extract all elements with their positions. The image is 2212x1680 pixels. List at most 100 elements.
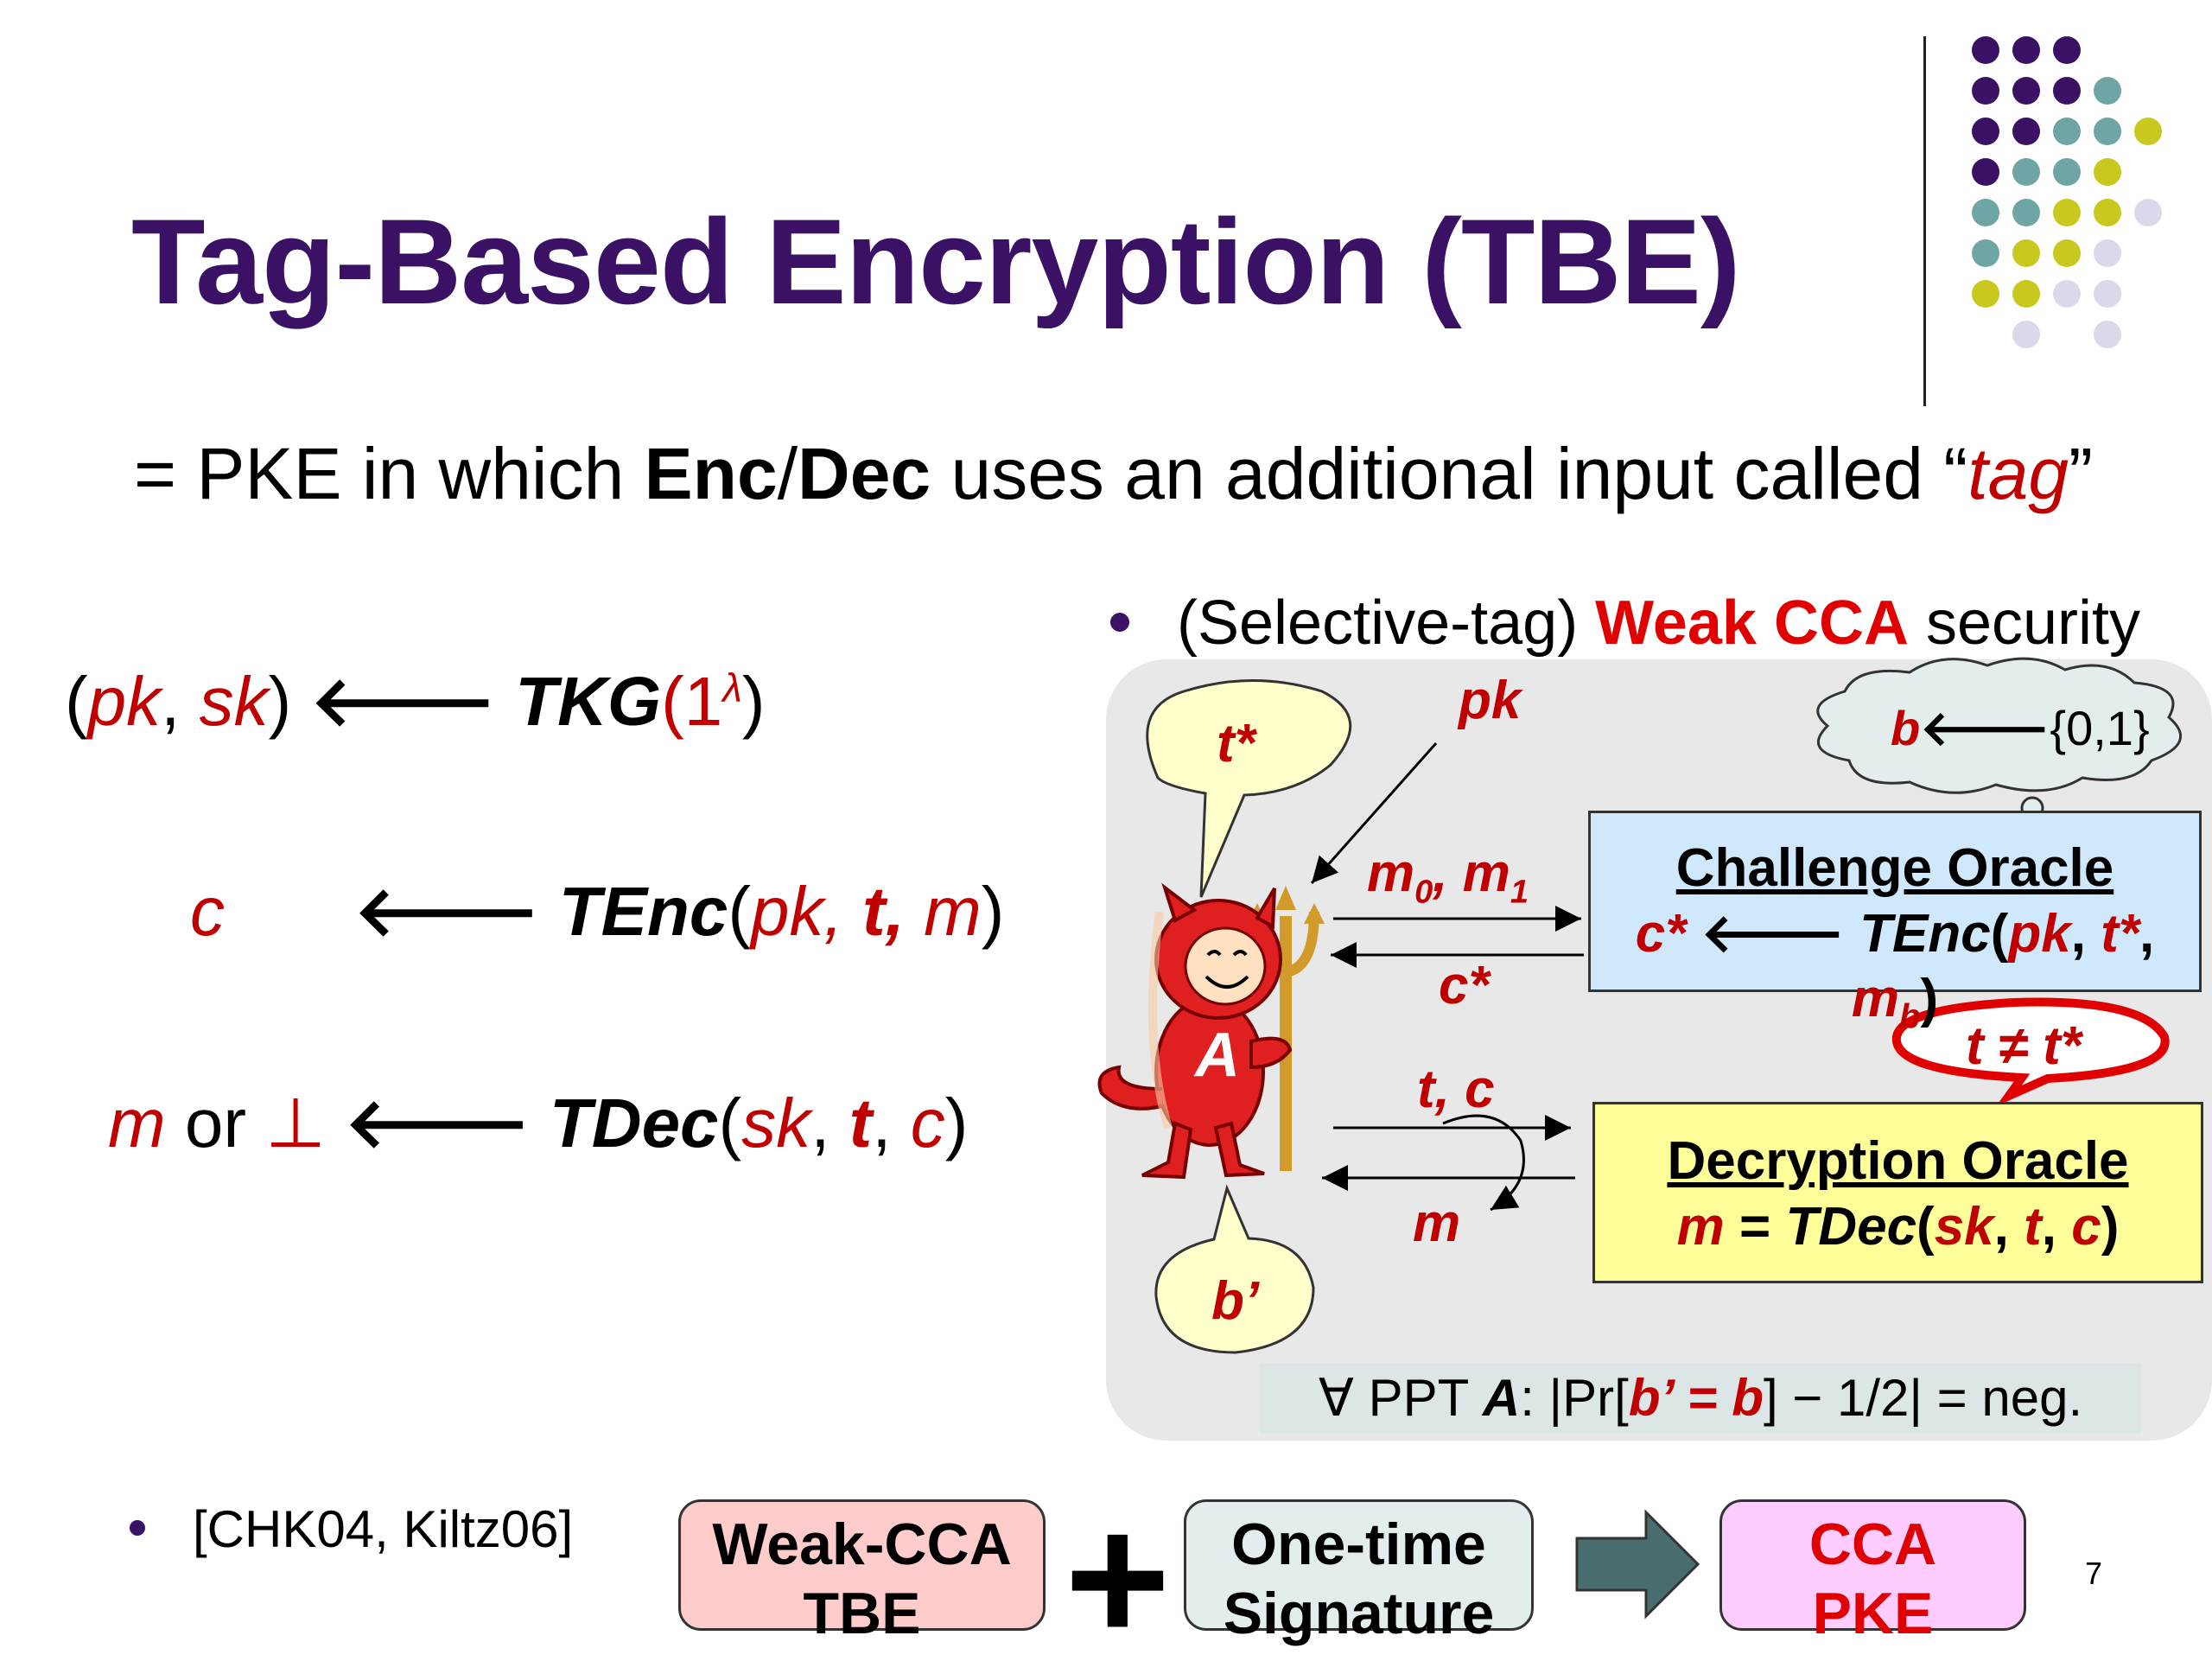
- weak-cca-prefix: (Selective-tag): [1177, 589, 1596, 658]
- advantage-formula: ∀ PPT A: |Pr[b’ = b] − 1/2| = neg.: [1260, 1363, 2141, 1434]
- intro-dec: Dec: [798, 433, 931, 514]
- intro-slash: /: [777, 433, 798, 514]
- m-var: m: [1676, 1196, 1725, 1257]
- decorative-dot: [2094, 239, 2121, 267]
- decorative-dot: [2094, 118, 2121, 145]
- pk-var: pk: [87, 663, 162, 740]
- decorative-dot: [2053, 239, 2081, 267]
- t-star-speech-bubble: [1146, 679, 1352, 898]
- m-label: m: [1413, 1193, 1461, 1253]
- decorative-dot: [2053, 199, 2081, 226]
- bit-set: {0,1}: [2050, 701, 2150, 755]
- box-line1: Weak-CCA: [712, 1511, 1012, 1577]
- m-var: m: [1367, 843, 1415, 903]
- cloud-text: b🡐{0,1}: [1891, 698, 2150, 757]
- pk-var: pk: [2008, 903, 2071, 964]
- dec-equation: m or ⊥ 🡐 TDec(sk, t, c): [108, 1080, 968, 1164]
- decorative-dot: [2012, 158, 2040, 186]
- box-line1: One-time: [1231, 1511, 1486, 1577]
- thought-cloud: [1816, 657, 2183, 794]
- comma: ,: [2070, 903, 2101, 964]
- decorative-dot: [1972, 118, 1999, 145]
- b-prime-label: b’: [1211, 1271, 1260, 1331]
- decorative-dot: [2012, 118, 2040, 145]
- decorative-dot: [1972, 199, 1999, 226]
- arg: (1: [661, 663, 723, 740]
- left-arrow-icon: 🡐: [310, 663, 496, 740]
- decorative-dot: [2012, 321, 2040, 348]
- neq-label: t ≠ t*: [1966, 1016, 2082, 1076]
- left-arrow-icon: 🡐: [1686, 903, 1860, 964]
- decorative-dot: [2053, 118, 2081, 145]
- decorative-dot: [1972, 280, 1999, 308]
- challenge-oracle-formula: c* 🡐 TEnc(pk, t*, mb): [1591, 901, 2199, 1039]
- box-line2: PKE: [1812, 1580, 1934, 1646]
- decorative-dot: [2012, 36, 2040, 64]
- sub0: 0: [1414, 874, 1433, 911]
- tdec-fn: TDec: [549, 1085, 719, 1161]
- intro-tag: tag: [1967, 433, 2069, 514]
- intro-prefix: = PKE in which: [134, 433, 645, 514]
- decorative-dot: [1972, 239, 1999, 267]
- paren: ): [1920, 969, 1939, 1029]
- plus-icon: +: [1065, 1477, 1171, 1680]
- c-var: c: [190, 873, 225, 950]
- comma: ,: [161, 663, 200, 740]
- equals: =: [1724, 1196, 1786, 1257]
- keygen-equation: (pk, sk) 🡐 TKG(1λ): [65, 659, 766, 742]
- m-var: m: [108, 1085, 166, 1161]
- pk-label: pk: [1459, 671, 1522, 730]
- reference-bullet: [CHK04, Kiltz06]: [130, 1499, 573, 1559]
- left-arrow-icon: 🡐: [345, 1085, 531, 1161]
- sub1: 1: [1510, 874, 1529, 911]
- neq-callout-ellipse: [1891, 997, 2170, 1107]
- m-var: , m: [1433, 843, 1510, 903]
- comma: ,: [2139, 903, 2155, 964]
- t-var: t,: [861, 873, 905, 950]
- cca-pke-box: CCA PKE: [1719, 1499, 2026, 1646]
- adversary-var: A: [1482, 1369, 1521, 1427]
- decorative-dot: [2012, 280, 2040, 308]
- paren: ): [741, 663, 766, 740]
- pr-text: : |Pr[: [1520, 1369, 1629, 1427]
- tc-label: t, c: [1417, 1060, 1495, 1119]
- t-var: t: [849, 1085, 873, 1161]
- comma: ,: [810, 1085, 849, 1161]
- decorative-dot: [2094, 158, 2121, 186]
- devil-adversary-icon: [1097, 882, 1325, 1180]
- sk-var: sk: [199, 663, 269, 740]
- b-var: b: [1891, 701, 1921, 755]
- reference-text: [CHK04, Kiltz06]: [193, 1500, 574, 1558]
- m-var: m: [924, 873, 982, 950]
- challenge-oracle-title: Challenge Oracle: [1675, 838, 2114, 898]
- decorative-dot: [2134, 199, 2162, 226]
- paren: ): [981, 873, 1005, 950]
- left-arrow-icon: 🡐: [354, 873, 540, 950]
- weak-cca-tbe-box: Weak-CCA TBE: [678, 1499, 1046, 1646]
- decorative-dot: [2094, 77, 2121, 105]
- pk-var: pk,: [751, 873, 843, 950]
- enc-equation: c🡐 TEnc(pk, t, m): [190, 869, 1004, 952]
- decryption-oracle-title: Decryption Oracle: [1667, 1131, 2129, 1191]
- tdec-fn: TDec: [1785, 1196, 1917, 1257]
- c-star-var: c*: [1635, 903, 1687, 964]
- weak-cca-highlight: Weak CCA: [1595, 589, 1909, 658]
- decorative-dot: [2094, 199, 2121, 226]
- m-var: m: [1851, 969, 1900, 1029]
- left-arrow-icon: 🡐: [1920, 701, 2050, 755]
- intro-suffix: ”: [2069, 433, 2094, 514]
- decorative-dot: [1972, 77, 1999, 105]
- bullet-icon: [130, 1520, 145, 1537]
- title-divider: [1923, 36, 1926, 406]
- paren: ): [2101, 1196, 2120, 1257]
- decorative-dot: [2053, 158, 2081, 186]
- decorative-dot: [2094, 280, 2121, 308]
- or-text: or: [165, 1085, 266, 1161]
- paren: (: [1916, 1196, 1935, 1257]
- slide-title: Tag-Based Encryption (TBE): [131, 194, 1741, 329]
- c-var: c: [2071, 1196, 2101, 1257]
- box-line1: CCA: [1808, 1511, 1937, 1577]
- c-star-label: c*: [1439, 956, 1490, 1015]
- decorative-dot: [2053, 77, 2081, 105]
- paren: (: [1990, 903, 2009, 964]
